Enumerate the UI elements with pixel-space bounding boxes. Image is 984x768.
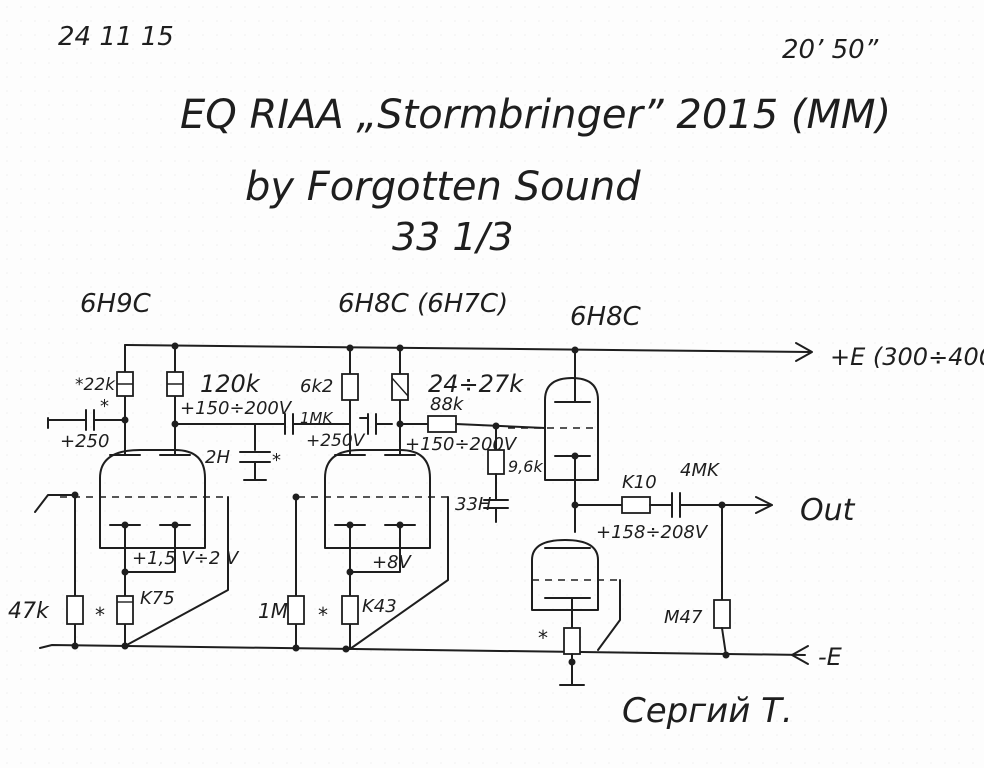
cathode-wire-1 [124,524,176,647]
label-r-6k2: 6k2 [300,376,333,397]
capacitor-33h [483,473,509,523]
resistor-88k [427,415,457,433]
out-arrow [755,496,773,514]
feedback-wire-2 [349,559,449,650]
label-out-voltage: +158÷208V [596,522,709,543]
label-plate1-voltage: +150÷200V [180,398,293,419]
cathode-wire-2 [349,524,401,650]
feedback-wire-1 [124,547,229,647]
output-label: Out [800,493,856,528]
load-wire-b [721,627,727,656]
plus-sign-1: * [100,396,109,417]
schematic-title: EQ RIAA „Stormbringer” 2015 (MM) [180,92,891,138]
resistor-m47 [713,599,731,629]
label-cap-1mk-voltage: +250V [306,431,366,451]
resistor-k75 [116,595,134,625]
tube-stage1 [60,449,229,549]
label-r-9-6k: 9,6k [508,457,543,476]
label-r-1m: 1M [258,599,288,623]
time-label: 20’ 50” [782,35,879,65]
tube-label-stage1: 6H9C [80,289,152,319]
label-star-3: * [538,626,548,650]
label-r-47k: 47k [8,599,50,624]
label-r-k75: K75 [140,588,175,609]
resistor-9-6k [487,449,505,475]
label-r-22k: *22k [75,375,116,395]
label-cap-4mk: 4MK [680,460,720,481]
resistor-k10 [621,496,651,514]
record-speed-label: 33 1/3 [392,215,514,259]
label-choke-2h: 2H [205,447,230,468]
label-cap-1mk: 1MK [300,409,333,427]
date-label: 24 11 15 [58,22,174,52]
choke-2h [239,423,271,481]
label-r-24-27k: 24÷27k [428,370,524,398]
resistor-star-3 [563,627,581,655]
label-r-88k: 88k [430,394,465,415]
capacitor-4mk [649,492,771,518]
tube-label-stage2: 6H8C (6H7C) [338,289,508,319]
label-r-m47: M47 [664,607,703,628]
capacitor-decouple [349,409,393,435]
signature: Сергий Т. [622,691,793,731]
capacitor-input [47,409,126,431]
label-cathode1-voltage: +1,5 V÷2 V [132,548,240,569]
anode-wires-2 [349,347,401,456]
input-wire [34,494,76,513]
label-r-120k: 120k [200,370,261,398]
label-r-k43: K43 [362,596,397,617]
tube-stage2 [298,449,449,561]
label-choke-star: * [272,450,281,471]
label-star-k75: * [95,603,105,627]
label-r-k10: K10 [622,472,657,493]
label-cathode2-voltage: +8V [372,552,413,573]
riaa-wire-b [455,423,546,429]
resistor-1m [287,595,305,625]
grid-wire-3 [597,579,621,651]
label-cap-250: +250 [60,431,109,452]
resistor-47k [66,595,84,625]
resistor-k43 [341,595,359,625]
tube-label-stage3: 6H8C [570,302,642,332]
negative-rail [39,642,809,665]
author-label: by Forgotten Sound [245,164,641,210]
label-cap-33h: 33H [455,494,492,515]
negative-rail-label: -E [818,643,843,671]
positive-rail-label: +E (300÷400v) [830,343,984,371]
tube-stage3-lower [531,539,620,611]
positive-rail [124,342,813,362]
label-star-k43: * [318,603,328,627]
resistor-6k2 [341,373,359,401]
